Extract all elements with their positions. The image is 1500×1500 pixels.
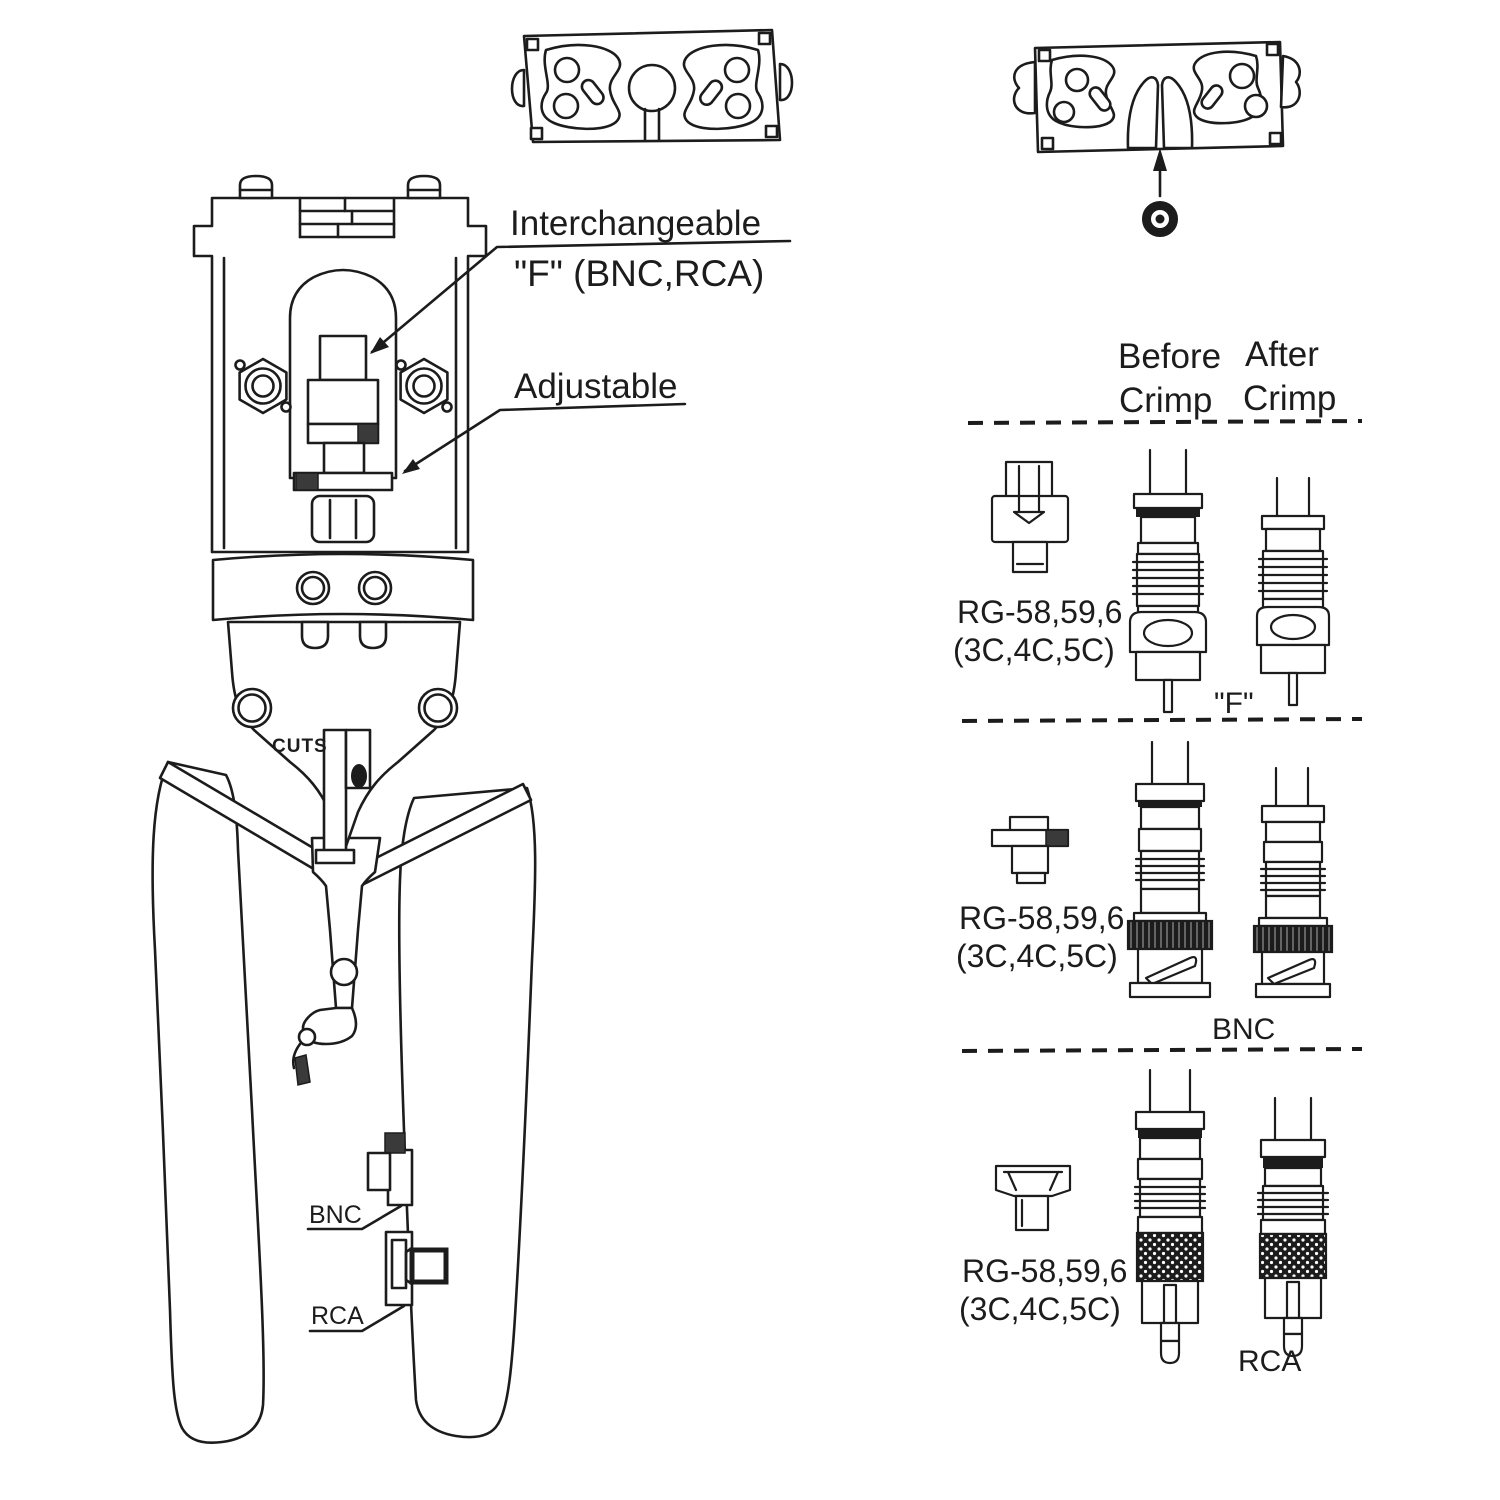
f-connector-before-drawing bbox=[1128, 448, 1208, 714]
after-crimp-header: After bbox=[1245, 335, 1319, 374]
arrow-up-icon bbox=[1153, 148, 1167, 198]
crimp-comparison-column bbox=[961, 419, 1363, 1365]
row3-connector-label: RCA bbox=[1238, 1345, 1302, 1378]
callout-leaders bbox=[306, 239, 792, 1333]
interchangeable-die bbox=[318, 334, 368, 382]
head-plate-detail bbox=[298, 196, 396, 239]
bnc-spare-die bbox=[366, 1132, 414, 1207]
bnc-connector-after-drawing bbox=[1252, 766, 1334, 999]
separator-dashed-3 bbox=[961, 1047, 1363, 1053]
adjustable-label: Adjustable bbox=[514, 367, 678, 406]
f-connector-after-drawing bbox=[1255, 476, 1331, 707]
bnc-die-icon bbox=[990, 815, 1070, 885]
hex-nut-left bbox=[234, 357, 292, 415]
rca-connector-before-drawing bbox=[1133, 1068, 1207, 1365]
spring-screw bbox=[294, 1054, 311, 1086]
row3-sizes-label: (3C,4C,5C) bbox=[959, 1291, 1121, 1327]
crimp-tool-drawing bbox=[151, 174, 537, 1444]
left-handle bbox=[151, 760, 265, 1444]
die-plate-closed-illustration bbox=[1012, 40, 1302, 154]
separator-dashed-1 bbox=[967, 419, 1363, 425]
bnc-connector-before-drawing bbox=[1126, 740, 1214, 999]
before-crimp-header-line2: Crimp bbox=[1119, 381, 1213, 420]
row1-cable-label: RG-58,59,6 bbox=[957, 594, 1123, 630]
adjustable-leader bbox=[403, 402, 687, 473]
after-crimp-header-line2: Crimp bbox=[1243, 379, 1337, 418]
cutter-blade bbox=[314, 728, 372, 865]
hex-nut-right bbox=[395, 357, 453, 415]
row1-sizes-label: (3C,4C,5C) bbox=[953, 632, 1115, 668]
right-handle bbox=[397, 786, 537, 1439]
row1-connector-label: "F" bbox=[1214, 687, 1254, 720]
pivot-hole bbox=[329, 957, 359, 987]
rca-spare-die bbox=[384, 1230, 449, 1307]
row2-sizes-label: (3C,4C,5C) bbox=[956, 938, 1118, 974]
f-bnc-rca-label: "F" (BNC,RCA) bbox=[514, 253, 765, 294]
adjustable-arrowhead-icon bbox=[402, 459, 420, 474]
row3-cable-label: RG-58,59,6 bbox=[962, 1253, 1128, 1289]
interchangeable-label: Interchangeable bbox=[510, 204, 762, 243]
cuts-label: CUTS bbox=[272, 736, 328, 757]
before-crimp-header: Before bbox=[1118, 337, 1222, 376]
interchangeable-arrowhead-icon bbox=[370, 337, 389, 354]
rca-connector-after-drawing bbox=[1256, 1096, 1330, 1358]
bnc-spare-label: BNC bbox=[309, 1201, 362, 1229]
die-plate-open-illustration bbox=[510, 28, 794, 144]
row2-cable-label: RG-58,59,6 bbox=[959, 900, 1125, 936]
f-die-icon bbox=[990, 460, 1070, 574]
coax-cable-icon bbox=[1142, 201, 1178, 237]
rca-leader bbox=[308, 1304, 406, 1333]
rca-die-icon bbox=[994, 1164, 1072, 1232]
interchangeable-leader bbox=[370, 239, 792, 354]
rca-spare-label: RCA bbox=[311, 1302, 364, 1330]
row2-connector-label: BNC bbox=[1212, 1013, 1276, 1046]
die-insert-stack bbox=[292, 334, 394, 544]
bnc-leader bbox=[306, 1204, 403, 1231]
latch-hole bbox=[297, 1027, 317, 1047]
separator-dashed-2 bbox=[961, 717, 1363, 723]
